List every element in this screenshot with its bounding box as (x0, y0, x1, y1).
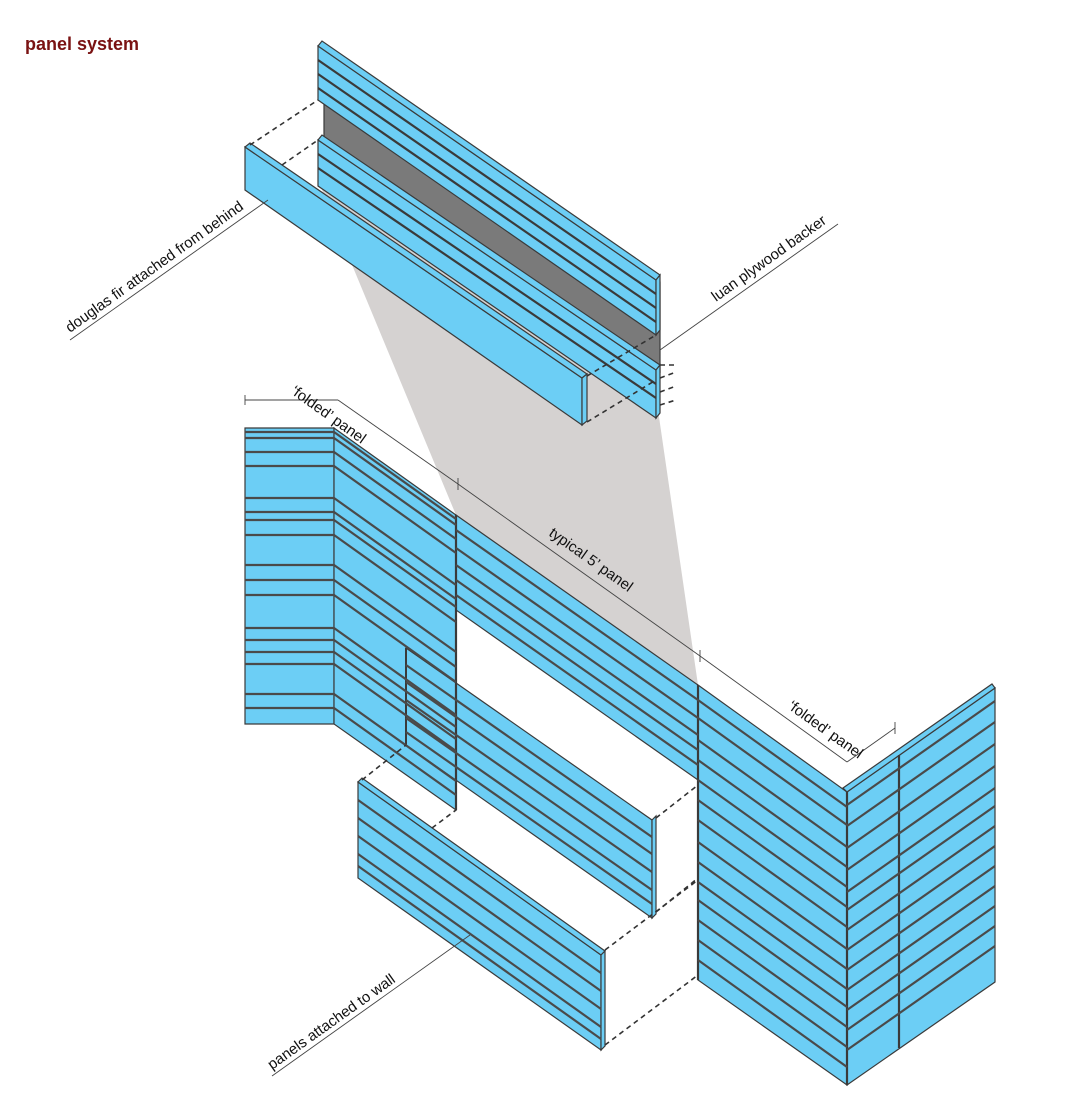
label-douglas-fir: douglas fir attached from behind (62, 198, 246, 336)
groove-line (333, 594, 457, 683)
groove-line (333, 437, 457, 526)
groove-line (357, 853, 602, 1028)
middle-panel-edge (651, 814, 657, 920)
right-folded-panel-left-face (697, 683, 848, 1087)
groove-line (333, 564, 457, 653)
groove-line (455, 547, 699, 719)
groove-line (357, 817, 602, 992)
groove-line (846, 905, 996, 1011)
right-folded-panel-top (842, 683, 996, 793)
groove-line (317, 73, 657, 309)
groove-line (333, 627, 457, 716)
groove-line (333, 465, 457, 554)
groove-line (697, 881, 848, 990)
groove-line (697, 739, 848, 848)
right-folded-panel-right-face (846, 686, 996, 1087)
groove-line (846, 743, 996, 849)
diagram-title: panel system (25, 34, 139, 54)
groove-line (846, 787, 996, 893)
left-folded-panel-front (244, 427, 335, 725)
groove-line (317, 167, 657, 399)
groove-line (333, 639, 457, 728)
alignment-dashes-top (249, 99, 677, 423)
groove-line (846, 885, 996, 991)
groove-line (846, 845, 996, 951)
groove-line (455, 529, 699, 701)
groove-line (697, 819, 848, 928)
groove-line (846, 865, 996, 971)
dimension-lines (244, 395, 896, 763)
groove-line (405, 699, 653, 873)
groove-line (846, 700, 996, 806)
groove-line (357, 835, 602, 1010)
groove-line (697, 841, 848, 950)
groove-lines (245, 430, 996, 1068)
groove-line (455, 594, 699, 766)
groove-line (357, 865, 602, 1040)
groove-line (333, 663, 457, 752)
upper-siding-panel-edge (655, 273, 661, 337)
groove-line (317, 87, 657, 323)
groove-line (333, 651, 457, 740)
groove-line (333, 579, 457, 668)
groove-line (455, 579, 699, 751)
groove-line (405, 664, 653, 838)
groove-line (697, 919, 848, 1028)
groove-line (333, 431, 457, 520)
groove-line (846, 825, 996, 931)
top-exploded-panel (243, 40, 661, 427)
groove-line (333, 693, 457, 782)
groove-line (405, 731, 653, 905)
douglas-fir-batten-edge (581, 372, 588, 427)
groove-line (333, 511, 457, 600)
label-panels-attached: panels attached to wall (264, 971, 398, 1073)
lower-panel-edge (600, 949, 606, 1052)
groove-line (317, 59, 657, 295)
groove-line (697, 939, 848, 1048)
groove-line (697, 899, 848, 1008)
groove-line (317, 153, 657, 385)
groove-line (357, 799, 602, 974)
label-folded-right: ‘folded’ panel (785, 697, 866, 762)
groove-line (697, 779, 848, 888)
groove-line (846, 925, 996, 1031)
groove-line (697, 799, 848, 908)
groove-line (846, 805, 996, 911)
groove-line (697, 861, 848, 970)
groove-line (697, 959, 848, 1068)
groove-line (455, 564, 699, 736)
lower-siding-panel-edge (655, 363, 661, 420)
groove-line (333, 497, 457, 586)
groove-line (697, 699, 848, 808)
groove-line (405, 681, 653, 855)
groove-line (697, 717, 848, 826)
alignment-dashes-bottom (361, 744, 699, 1046)
groove-line (405, 717, 653, 891)
groove-line (333, 519, 457, 608)
groove-line (333, 534, 457, 623)
label-luan-backer: luan plywood backer (708, 212, 829, 305)
groove-line (333, 707, 457, 796)
groove-line (846, 765, 996, 871)
groove-line (846, 721, 996, 827)
groove-line (697, 759, 848, 868)
groove-line (333, 451, 457, 540)
leader-lines (69, 199, 839, 1077)
groove-line (846, 945, 996, 1051)
